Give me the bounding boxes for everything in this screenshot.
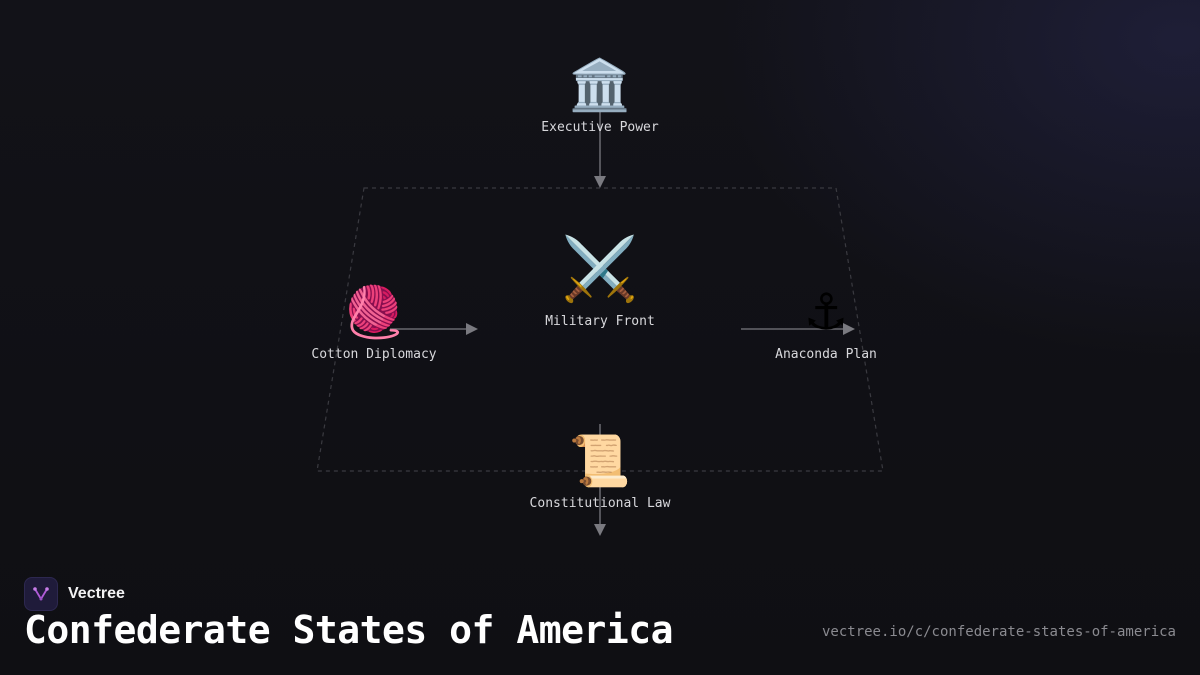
crossed-swords-icon: ⚔️: [561, 232, 639, 305]
page-title: Confederate States of America: [24, 608, 673, 652]
brand[interactable]: Vectree: [24, 577, 125, 611]
page-url[interactable]: vectree.io/c/confederate-states-of-ameri…: [821, 624, 1176, 640]
node-label: Military Front: [545, 314, 655, 329]
node-label: Executive Power: [541, 120, 659, 135]
group-boundary: [316, 187, 884, 472]
scroll-icon: 📜: [568, 432, 632, 490]
node-military-front[interactable]: ⚔️ Military Front: [545, 232, 655, 330]
node-label: Constitutional Law: [529, 496, 671, 511]
node-anaconda-plan[interactable]: ⚓ Anaconda Plan: [775, 287, 877, 362]
anchor-icon: ⚓: [803, 283, 849, 341]
node-executive-power[interactable]: 🏛️ Executive Power: [541, 60, 658, 135]
node-constitutional-law[interactable]: 📜 Constitutional Law: [530, 436, 671, 511]
yarn-ball-icon: 🧶: [342, 283, 406, 341]
node-cotton-diplomacy[interactable]: 🧶 Cotton Diplomacy: [311, 287, 436, 362]
vectree-logo-icon: [24, 577, 58, 611]
classical-building-icon: 🏛️: [568, 56, 632, 114]
brand-name: Vectree: [68, 585, 125, 602]
node-label: Cotton Diplomacy: [311, 347, 437, 362]
node-label: Anaconda Plan: [775, 347, 877, 362]
